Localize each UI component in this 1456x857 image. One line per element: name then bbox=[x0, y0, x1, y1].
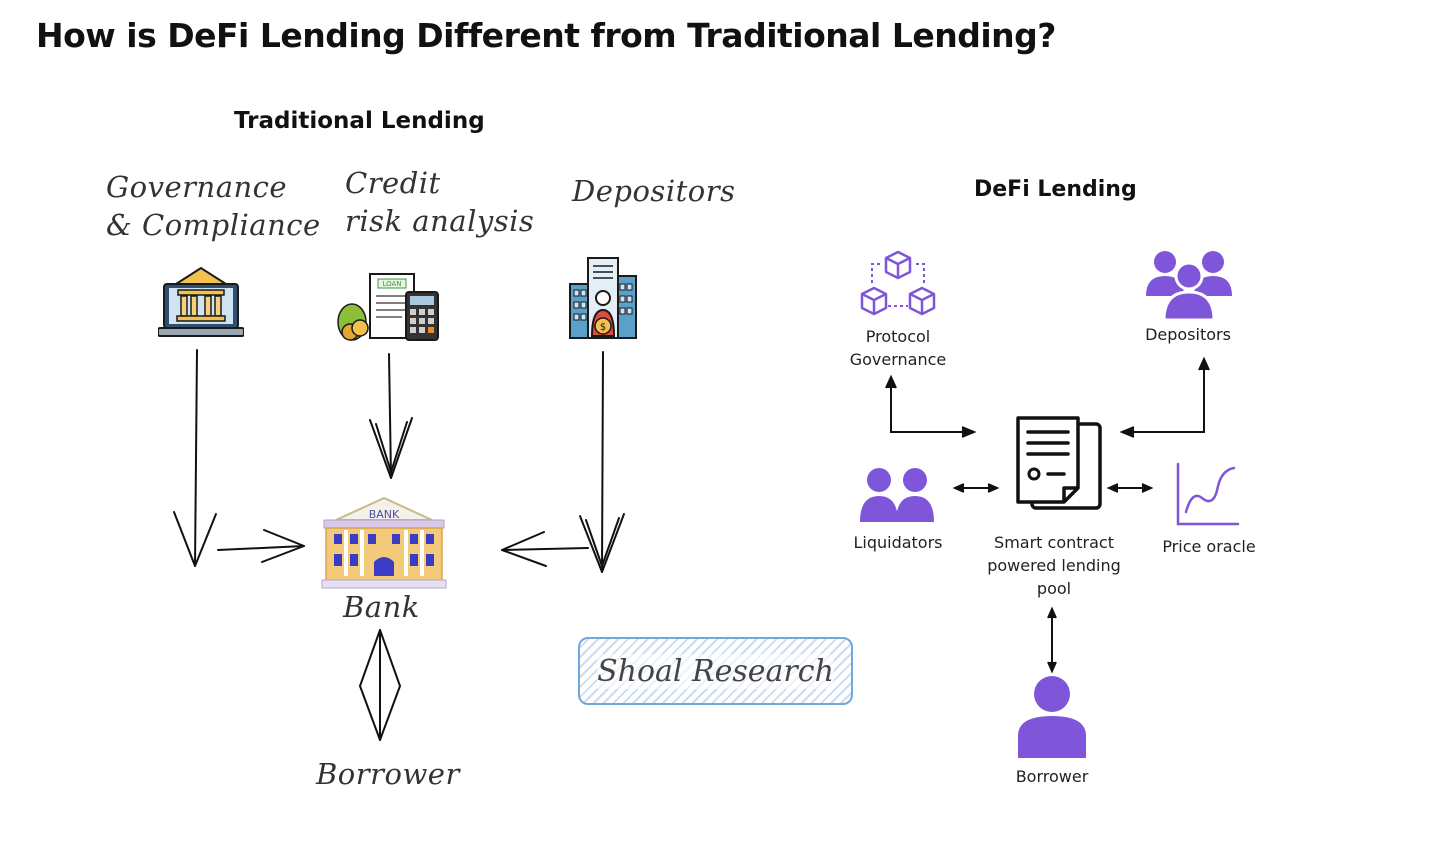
governance-compliance-label: Governance & Compliance bbox=[106, 168, 321, 244]
pool-label-line3: pool bbox=[1036, 579, 1072, 598]
pool-to-governance-arrow bbox=[885, 374, 977, 438]
price-oracle-chart-icon bbox=[1176, 462, 1240, 526]
liquidators-people-icon bbox=[860, 468, 934, 522]
credit-label-line1: Credit bbox=[345, 166, 441, 200]
pool-borrower-double-arrow bbox=[1047, 606, 1057, 674]
borrower-label-traditional: Borrower bbox=[316, 757, 460, 791]
credit-loan-document-icon: LOAN bbox=[337, 273, 439, 341]
bank-label: Bank bbox=[343, 590, 420, 624]
protocol-label-line1: Protocol bbox=[865, 327, 931, 346]
depositors-down-arrow bbox=[579, 351, 625, 573]
governance-down-arrow bbox=[173, 349, 217, 567]
bank-sign-text: BANK bbox=[369, 508, 400, 521]
pool-oracle-double-arrow bbox=[1106, 483, 1154, 493]
governance-laptop-icon bbox=[158, 266, 244, 337]
credit-risk-label: Credit risk analysis bbox=[345, 164, 534, 240]
depositors-label-defi: Depositors bbox=[1145, 325, 1231, 344]
traditional-lending-heading: Traditional Lending bbox=[234, 108, 485, 134]
governance-label-line1: Governance bbox=[106, 170, 288, 204]
bank-borrower-double-arrow bbox=[359, 629, 401, 741]
pool-label-line1: Smart contract bbox=[994, 533, 1114, 552]
price-oracle-label: Price oracle bbox=[1162, 537, 1256, 556]
depositors-to-bank-arrow bbox=[501, 531, 589, 567]
bank-building-icon: BANK bbox=[321, 496, 447, 589]
pool-to-depositors-arrow bbox=[1119, 356, 1210, 438]
smart-contract-document-icon bbox=[1016, 416, 1102, 510]
credit-to-bank-arrow bbox=[369, 353, 413, 479]
governance-to-bank-arrow bbox=[217, 529, 305, 563]
borrower-person-icon bbox=[1018, 676, 1086, 758]
page-title: How is DeFi Lending Different from Tradi… bbox=[36, 16, 1056, 55]
svg-text:$: $ bbox=[600, 322, 606, 333]
shoal-research-watermark: Shoal Research bbox=[578, 637, 853, 705]
depositors-group-icon bbox=[1146, 251, 1232, 322]
credit-label-line2: risk analysis bbox=[345, 204, 535, 238]
borrower-label-defi: Borrower bbox=[1015, 767, 1089, 786]
protocol-governance-label: Protocol Governance bbox=[838, 325, 958, 371]
governance-label-line2: & Compliance bbox=[106, 208, 321, 242]
lending-pool-label: Smart contract powered lending pool bbox=[976, 531, 1132, 600]
liquidators-label: Liquidators bbox=[853, 533, 943, 552]
protocol-label-line2: Governance bbox=[849, 350, 947, 369]
liquidators-pool-double-arrow bbox=[952, 483, 1000, 493]
protocol-governance-cubes-icon bbox=[860, 250, 936, 316]
depositors-building-icon: $ bbox=[569, 257, 637, 339]
watermark-text: Shoal Research bbox=[597, 653, 834, 689]
pool-label-line2: powered lending bbox=[987, 556, 1121, 575]
defi-lending-heading: DeFi Lending bbox=[974, 177, 1137, 202]
loan-doc-text: LOAN bbox=[382, 280, 401, 288]
depositors-label-traditional: Depositors bbox=[572, 174, 736, 208]
